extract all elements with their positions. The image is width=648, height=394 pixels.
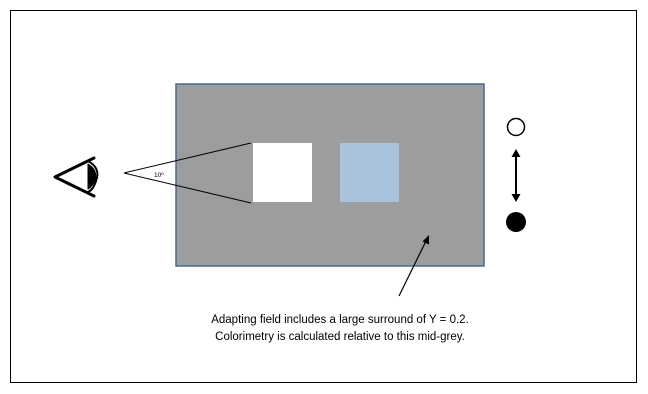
blue-patch: [340, 143, 399, 202]
adapting-field-surround: [175, 83, 485, 267]
open-circle-icon: [506, 117, 526, 137]
field-of-view-lines: [123, 142, 252, 204]
caption-line-1: Adapting field includes a large surround…: [211, 314, 469, 326]
angle-label: 10º: [154, 172, 164, 179]
double-arrow-icon: [511, 149, 521, 202]
eye-icon: [53, 156, 99, 198]
caption-line-2: Colorimetry is calculated relative to th…: [215, 331, 465, 343]
filled-circle-icon: [506, 212, 526, 232]
figure-frame: [10, 10, 637, 383]
pointer-arrow: [398, 235, 429, 297]
white-patch: [253, 143, 312, 202]
